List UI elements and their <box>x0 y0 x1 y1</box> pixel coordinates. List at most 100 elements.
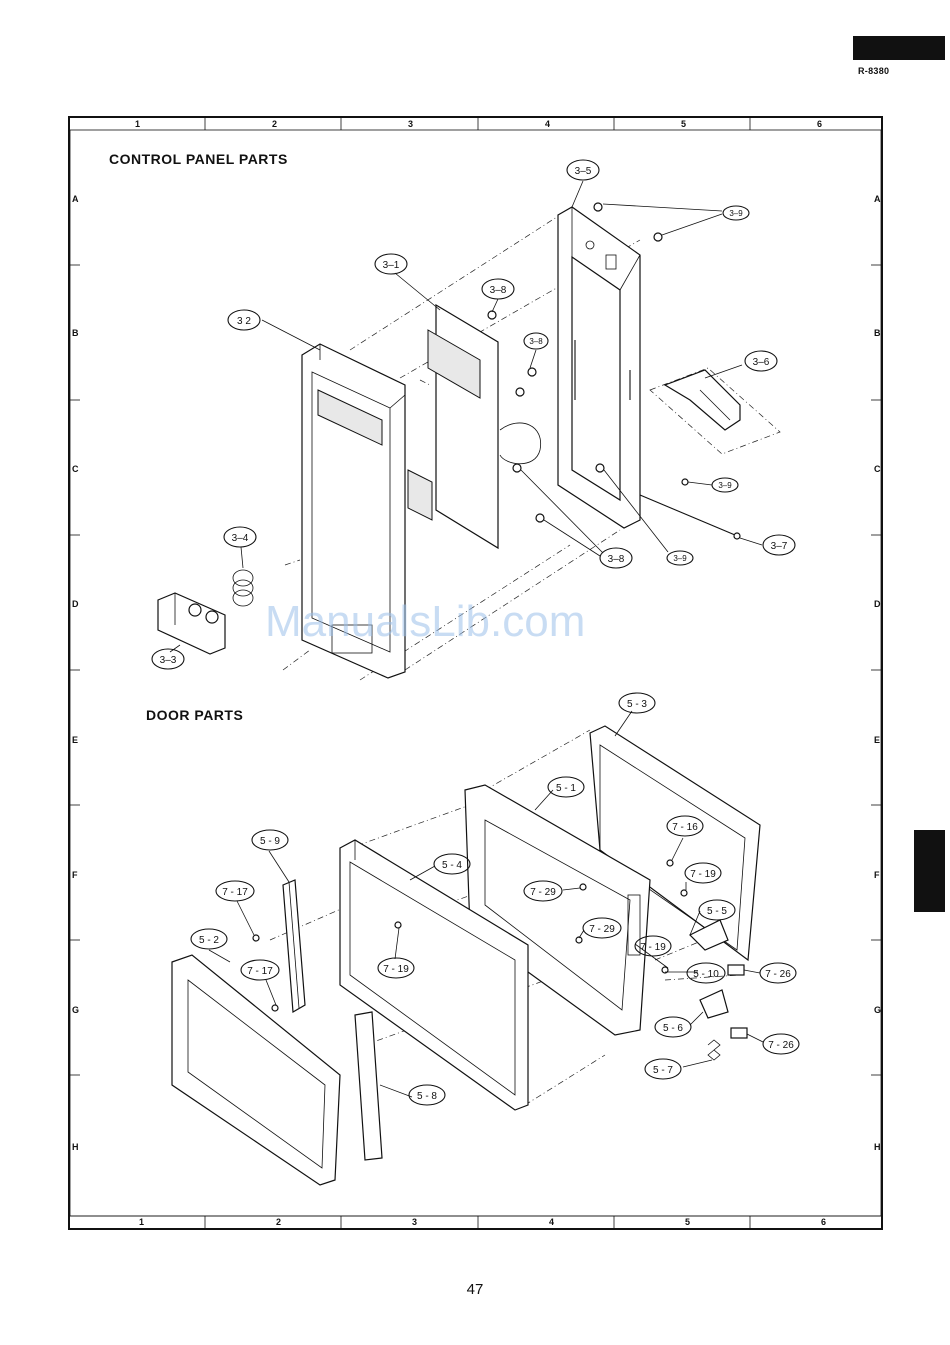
left-row-a: A <box>72 194 79 204</box>
svg-text:3–9: 3–9 <box>718 481 732 490</box>
callout-7-19-mid: 7 - 19 <box>635 936 671 956</box>
right-zone-ruler: A B C D E F G H <box>871 194 881 1152</box>
right-row-b: B <box>874 328 881 338</box>
svg-text:5 - 6: 5 - 6 <box>663 1023 683 1034</box>
svg-text:3–8: 3–8 <box>490 285 507 296</box>
callout-3-8-top: 3–8 <box>482 279 514 299</box>
top-col-2: 2 <box>272 119 277 129</box>
callout-7-17-top: 7 - 17 <box>216 881 254 901</box>
top-col-3: 3 <box>408 119 413 129</box>
bottom-col-3: 3 <box>412 1217 417 1227</box>
bottom-col-4: 4 <box>549 1217 554 1227</box>
callout-5-10: 5 - 10 <box>687 963 725 983</box>
callout-3-7: 3–7 <box>763 535 795 555</box>
right-row-c: C <box>874 464 881 474</box>
bottom-col-5: 5 <box>685 1217 690 1227</box>
svg-text:3–7: 3–7 <box>771 541 788 552</box>
right-row-f: F <box>874 870 880 880</box>
callout-3-1: 3–1 <box>375 254 407 274</box>
bottom-col-2: 2 <box>276 1217 281 1227</box>
left-row-e: E <box>72 735 78 745</box>
left-row-d: D <box>72 599 79 609</box>
svg-text:7 - 16: 7 - 16 <box>672 822 698 833</box>
left-row-h: H <box>72 1142 79 1152</box>
svg-text:7 - 17: 7 - 17 <box>247 966 273 977</box>
callout-7-17-low: 7 - 17 <box>241 960 279 980</box>
svg-text:5 - 3: 5 - 3 <box>627 699 647 710</box>
callout-3-3: 3–3 <box>152 649 184 669</box>
control-panel-title: CONTROL PANEL PARTS <box>109 151 288 167</box>
part-3-4-spring <box>233 570 253 606</box>
door-parts-title: DOOR PARTS <box>146 707 243 723</box>
watermark: ManualsLib.com <box>265 597 585 646</box>
svg-text:3–8: 3–8 <box>608 554 625 565</box>
callout-5-7: 5 - 7 <box>645 1059 681 1079</box>
svg-text:3–4: 3–4 <box>232 533 249 544</box>
svg-text:7 - 19: 7 - 19 <box>690 869 716 880</box>
right-row-a: A <box>874 194 881 204</box>
bottom-col-1: 1 <box>139 1217 144 1227</box>
callout-5-9: 5 - 9 <box>252 830 288 850</box>
callout-3-8-low: 3–8 <box>600 548 632 568</box>
right-row-g: G <box>874 1005 881 1015</box>
top-col-5: 5 <box>681 119 686 129</box>
right-row-e: E <box>874 735 880 745</box>
left-zone-ruler: A B C D E F G H <box>70 194 80 1152</box>
left-row-f: F <box>72 870 78 880</box>
svg-text:7 - 26: 7 - 26 <box>765 969 791 980</box>
callout-3-9-low: 3–9 <box>667 551 693 565</box>
svg-text:5 - 7: 5 - 7 <box>653 1065 673 1076</box>
svg-text:3–8: 3–8 <box>529 337 543 346</box>
callout-3-4: 3–4 <box>224 527 256 547</box>
svg-text:7 - 19: 7 - 19 <box>640 942 666 953</box>
callout-3-2: 3 2 <box>228 310 260 330</box>
svg-text:5 - 9: 5 - 9 <box>260 836 280 847</box>
svg-text:3–3: 3–3 <box>160 655 177 666</box>
svg-text:7 - 29: 7 - 29 <box>589 924 615 935</box>
svg-text:3 2: 3 2 <box>237 316 251 327</box>
part-3-6-latch <box>665 370 740 430</box>
svg-text:5 - 5: 5 - 5 <box>707 906 727 917</box>
callout-3-6: 3–6 <box>745 351 777 371</box>
svg-text:3–1: 3–1 <box>383 260 400 271</box>
callout-5-3: 5 - 3 <box>619 693 655 713</box>
svg-text:3–5: 3–5 <box>575 166 592 177</box>
svg-text:3–6: 3–6 <box>753 357 770 368</box>
part-5-8-strip <box>355 1012 382 1160</box>
left-row-g: G <box>72 1005 79 1015</box>
svg-text:7 - 26: 7 - 26 <box>768 1040 794 1051</box>
callout-7-26-top: 7 - 26 <box>760 963 796 983</box>
callout-3-8-mid: 3–8 <box>524 333 548 349</box>
part-3-1-circuit-board <box>408 305 541 548</box>
svg-text:7 - 19: 7 - 19 <box>383 964 409 975</box>
left-row-c: C <box>72 464 79 474</box>
top-col-1: 1 <box>135 119 140 129</box>
svg-text:5 - 8: 5 - 8 <box>417 1091 437 1102</box>
part-3-7-rod <box>640 495 735 535</box>
callout-7-26-low: 7 - 26 <box>763 1034 799 1054</box>
page-number: 47 <box>0 1281 950 1298</box>
door-assembly <box>172 711 763 1185</box>
top-col-4: 4 <box>545 119 550 129</box>
top-col-6: 6 <box>817 119 822 129</box>
callout-5-1: 5 - 1 <box>548 777 584 797</box>
callout-5-2: 5 - 2 <box>191 929 227 949</box>
svg-text:3–9: 3–9 <box>673 554 687 563</box>
svg-text:5 - 2: 5 - 2 <box>199 935 219 946</box>
top-zone-ruler: 1 2 3 4 5 6 <box>135 118 822 130</box>
svg-text:7 - 17: 7 - 17 <box>222 887 248 898</box>
right-row-d: D <box>874 599 881 609</box>
callout-3-9-mid: 3–9 <box>712 478 738 492</box>
bottom-col-6: 6 <box>821 1217 826 1227</box>
left-row-b: B <box>72 328 79 338</box>
svg-text:5 - 1: 5 - 1 <box>556 783 576 794</box>
callout-5-8: 5 - 8 <box>409 1085 445 1105</box>
bottom-zone-ruler: 1 2 3 4 5 6 <box>70 1216 881 1228</box>
svg-text:3–9: 3–9 <box>729 209 743 218</box>
part-5-9-strip <box>283 880 305 1012</box>
svg-text:7 - 29: 7 - 29 <box>530 887 556 898</box>
callout-3-5: 3–5 <box>567 160 599 180</box>
callout-5-6: 5 - 6 <box>655 1017 691 1037</box>
svg-text:5 - 4: 5 - 4 <box>442 860 462 871</box>
